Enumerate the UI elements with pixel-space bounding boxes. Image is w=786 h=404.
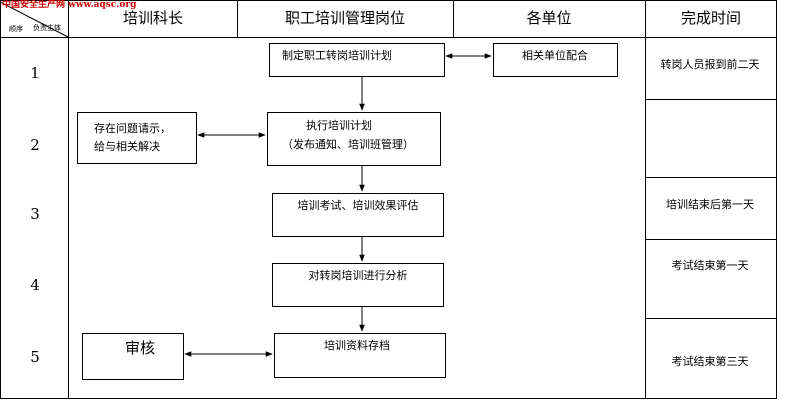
box-archive-label: 培训资料存档 bbox=[324, 339, 390, 352]
time-row-5: 考试结束第三天 bbox=[671, 355, 749, 368]
corner-top-label: 负责主体 bbox=[33, 24, 61, 32]
box-plan bbox=[269, 43, 445, 77]
box-exam-label: 培训考试、培训效果评估 bbox=[297, 199, 419, 212]
row-number-2: 2 bbox=[30, 136, 40, 154]
row-number-5: 5 bbox=[30, 348, 40, 366]
box-archive bbox=[274, 333, 446, 378]
row-number-3: 3 bbox=[30, 205, 40, 223]
box-analysis-label: 对转岗培训进行分析 bbox=[308, 269, 408, 282]
time-row-4: 考试结束第一天 bbox=[671, 259, 749, 272]
header-units: 各单位 bbox=[526, 9, 572, 27]
header-time: 完成时间 bbox=[680, 9, 742, 27]
box-exec bbox=[267, 112, 441, 166]
box-audit bbox=[82, 333, 184, 380]
box-audit-label: 审核 bbox=[124, 339, 156, 357]
box-exec-label-1: 执行培训计划 bbox=[306, 119, 372, 132]
box-analysis bbox=[272, 263, 444, 307]
time-row-3: 培训结束后第一天 bbox=[666, 198, 754, 211]
row-number-1: 1 bbox=[30, 64, 40, 82]
corner-bottom-label: 顺序 bbox=[9, 25, 23, 33]
corner-diagonal bbox=[0, 1, 69, 38]
box-coop bbox=[493, 43, 618, 77]
box-issues-label-2: 给与相关解决 bbox=[94, 140, 160, 153]
row-number-4: 4 bbox=[30, 276, 40, 294]
box-plan-label: 制定职工转岗培训计划 bbox=[282, 49, 392, 62]
box-issues bbox=[77, 112, 197, 164]
box-issues-label-1: 存在问题请示， bbox=[94, 122, 171, 135]
time-row-1: 转岗人员报到前二天 bbox=[660, 58, 760, 71]
watermark-text: 中国安全生产网 www.aqsc.org bbox=[2, 0, 137, 10]
header-chief: 培训科长 bbox=[122, 9, 184, 27]
header-post: 职工培训管理岗位 bbox=[284, 9, 406, 27]
table-frame bbox=[0, 0, 777, 399]
box-exec-label-2: （发布通知、培训班管理） bbox=[282, 138, 414, 151]
box-exam bbox=[272, 193, 444, 237]
box-coop-label: 相关单位配合 bbox=[522, 49, 588, 62]
